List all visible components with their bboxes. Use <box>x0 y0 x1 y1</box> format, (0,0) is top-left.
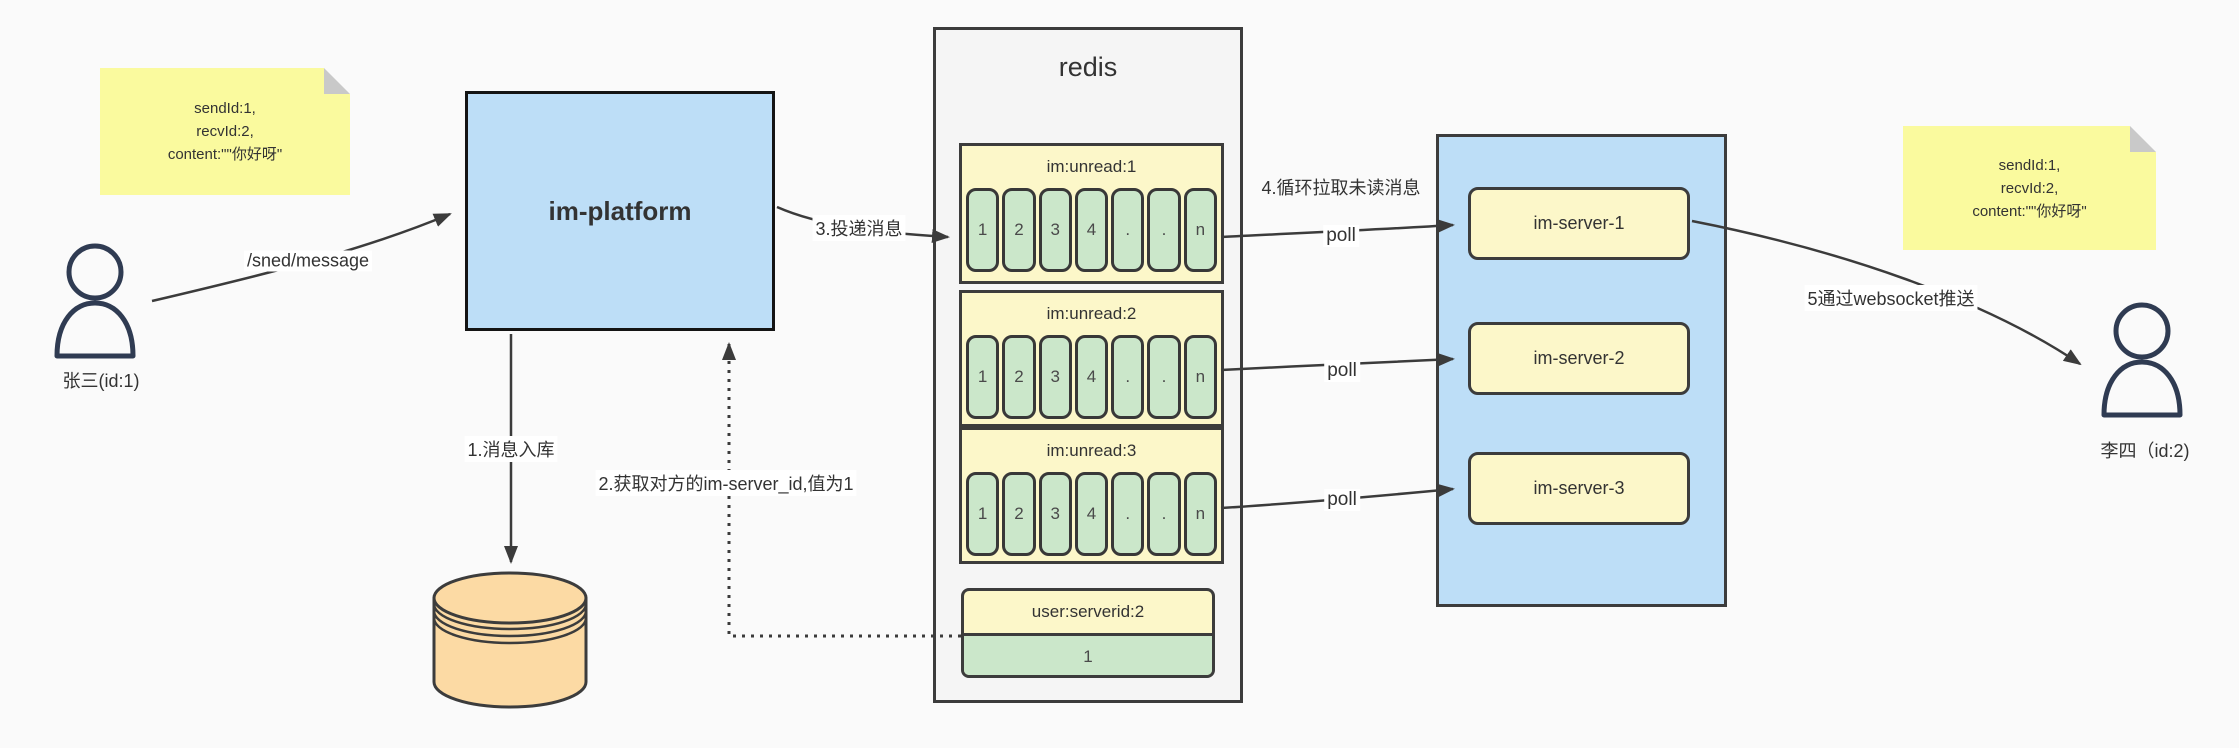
queue-cell: 1 <box>966 335 1000 419</box>
queue-title: im:unread:1 <box>1046 157 1137 176</box>
edge-label-poll-2: poll <box>1324 360 1360 382</box>
queue-cells: 1 2 3 4 . . n <box>962 335 1221 419</box>
redis-queue-2: im:unread:2 1 2 3 4 . . n <box>959 290 1224 427</box>
queue-cell: n <box>1183 472 1217 556</box>
queue-cell: 3 <box>1038 188 1072 272</box>
queue-cell: 1 <box>966 472 1000 556</box>
queue-cell: 2 <box>1002 335 1036 419</box>
sender-label: 张三(id:1) <box>62 371 140 391</box>
note-line: sendId:1, <box>194 100 256 117</box>
note-line: content:""你好呀" <box>167 146 283 163</box>
queue-cell: . <box>1111 188 1145 272</box>
queue-cell: n <box>1183 188 1217 272</box>
queue-cell: n <box>1183 335 1217 419</box>
queue-cell: 2 <box>1002 472 1036 556</box>
edge-label-poll-3: poll <box>1324 489 1360 511</box>
mysql-database-icon <box>432 571 588 709</box>
note-line: recvId:2, <box>2000 179 2059 197</box>
queue-cell: 3 <box>1038 335 1072 419</box>
note-line: content:""你好呀" <box>1972 202 2087 220</box>
queue-cells: 1 2 3 4 . . n <box>962 472 1221 556</box>
edge-label-step4: 4.循环拉取未读消息 <box>1261 178 1421 198</box>
queue-cell: . <box>1147 335 1181 419</box>
queue-cell: . <box>1147 188 1181 272</box>
edge-label-step2: 2.获取对方的im-server_id,值为1 <box>595 470 857 496</box>
redis-kv-user-serverid: user:serverid:2 1 <box>961 588 1215 678</box>
queue-cell: . <box>1147 472 1181 556</box>
redis-queue-1: im:unread:1 1 2 3 4 . . n <box>959 143 1224 284</box>
sticky-note-right: sendId:1, recvId:2, content:""你好呀" <box>1903 126 2156 250</box>
im-server-3-box: im-server-3 <box>1468 452 1690 525</box>
kv-key: user:serverid:2 <box>1031 602 1145 621</box>
im-server-2-box: im-server-2 <box>1468 322 1690 395</box>
queue-cell: . <box>1111 472 1145 556</box>
im-server-3-label: im-server-3 <box>1533 478 1625 498</box>
queue-cells: 1 2 3 4 . . n <box>962 188 1221 272</box>
queue-cell: 4 <box>1074 472 1109 556</box>
user-icon-sender <box>54 243 136 359</box>
sticky-note-left: sendId:1, recvId:2, content:""你好呀" <box>100 68 350 195</box>
queue-cell: 4 <box>1074 188 1109 272</box>
edge-label-step3: 3.投递消息 <box>812 215 906 241</box>
im-server-2-label: im-server-2 <box>1533 348 1625 368</box>
receiver-label: 李四（id:2) <box>2100 441 2190 461</box>
kv-value: 1 <box>964 633 1212 675</box>
user-icon-receiver <box>2101 302 2183 418</box>
edge-label-poll-1: poll <box>1323 225 1359 247</box>
queue-cell: 4 <box>1074 335 1109 419</box>
edge-label-step1: 1.消息入库 <box>464 436 558 462</box>
redis-queue-3: im:unread:3 1 2 3 4 . . n <box>959 427 1224 564</box>
queue-cell: 3 <box>1038 472 1072 556</box>
queue-cell: 2 <box>1002 188 1036 272</box>
note-line: sendId:1, <box>1998 156 2061 174</box>
edge-label-send: /sned/message <box>243 250 373 272</box>
queue-title: im:unread:2 <box>1046 304 1137 323</box>
note-line: recvId:2, <box>196 123 254 140</box>
edge-label-step5: 5通过websocket推送 <box>1804 285 1978 311</box>
mysql-label: mysql <box>486 651 534 672</box>
redis-title: redis <box>1058 52 1118 82</box>
im-server-1-box: im-server-1 <box>1468 187 1690 260</box>
im-platform-label: im-platform <box>548 195 692 226</box>
queue-cell: 1 <box>966 188 1000 272</box>
im-platform-box: im-platform <box>465 91 775 331</box>
queue-title: im:unread:3 <box>1046 441 1137 460</box>
queue-cell: . <box>1111 335 1145 419</box>
im-server-1-label: im-server-1 <box>1533 213 1625 233</box>
